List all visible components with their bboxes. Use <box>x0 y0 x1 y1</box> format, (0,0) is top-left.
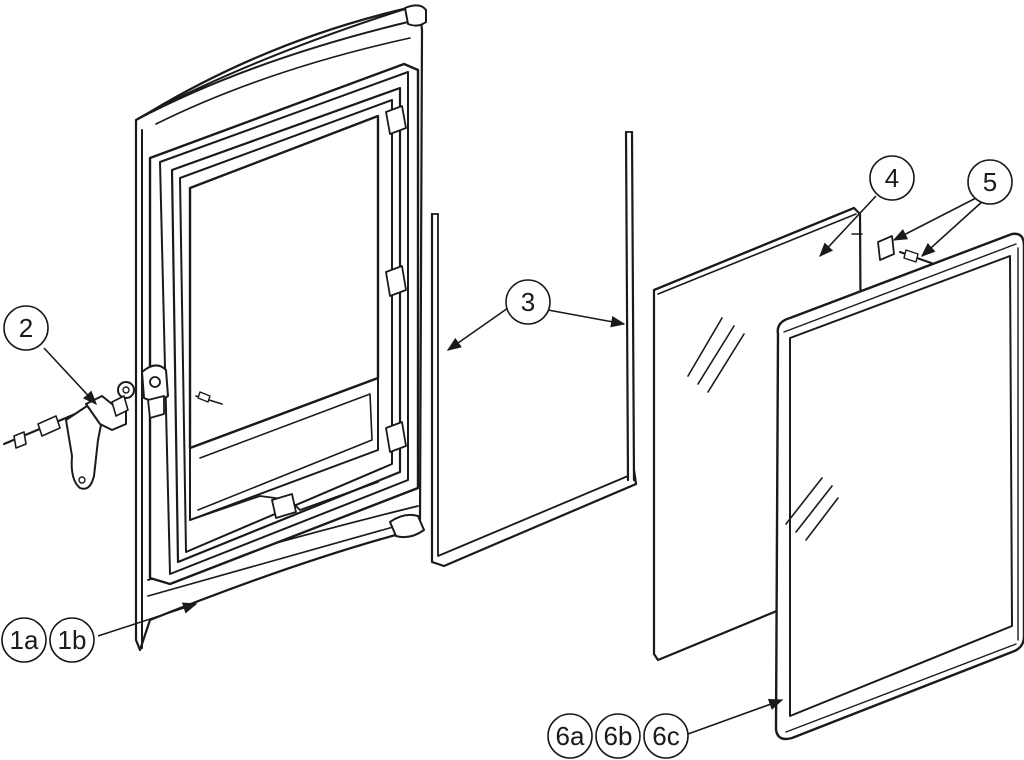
gasket-right <box>624 130 636 482</box>
door-clip-low <box>385 421 407 453</box>
svg-text:6b: 6b <box>604 721 633 751</box>
svg-text:5: 5 <box>983 167 997 197</box>
svg-text:2: 2 <box>19 313 33 343</box>
gasket-seals <box>430 130 638 568</box>
callout-6c: 6c <box>643 713 689 759</box>
top-hinge <box>404 4 427 27</box>
callout-1a: 1a <box>1 617 47 663</box>
svg-text:1a: 1a <box>10 625 39 655</box>
leader-2 <box>43 347 97 406</box>
glass-reflection <box>687 317 745 393</box>
svg-text:4: 4 <box>885 163 899 193</box>
clip-bracket <box>877 235 895 261</box>
latch-assembly <box>2 381 135 490</box>
leader-1 <box>97 602 198 637</box>
callout-2: 2 <box>3 305 49 351</box>
leader-6 <box>687 698 784 735</box>
bottom-hinge <box>389 513 425 539</box>
door-assembly <box>134 4 427 652</box>
svg-text:1b: 1b <box>58 625 87 655</box>
door-clip-mid <box>385 265 407 297</box>
leader-lines <box>43 195 985 735</box>
frame-reflection <box>785 477 839 541</box>
glass-frame <box>774 232 1024 741</box>
leader-3a <box>446 307 509 351</box>
leader-5b <box>920 199 985 257</box>
callout-4: 4 <box>869 155 915 201</box>
svg-text:6a: 6a <box>556 721 585 751</box>
callout-3: 3 <box>505 279 551 325</box>
door-clip-top <box>385 105 407 135</box>
frame-outer <box>774 232 1024 741</box>
gasket-left <box>430 212 638 568</box>
callout-5: 5 <box>967 159 1013 205</box>
svg-text:3: 3 <box>521 287 535 317</box>
frame-inner <box>789 255 1013 717</box>
callout-6a: 6a <box>547 713 593 759</box>
svg-text:6c: 6c <box>652 721 679 751</box>
callout-1b: 1b <box>49 617 95 663</box>
latch-handle <box>65 403 105 490</box>
leader-5a <box>892 197 977 241</box>
callout-6b: 6b <box>595 713 641 759</box>
clip-parts <box>877 235 935 265</box>
leader-4 <box>819 195 877 258</box>
leader-3b <box>547 309 626 328</box>
door-top-edge <box>135 7 409 121</box>
